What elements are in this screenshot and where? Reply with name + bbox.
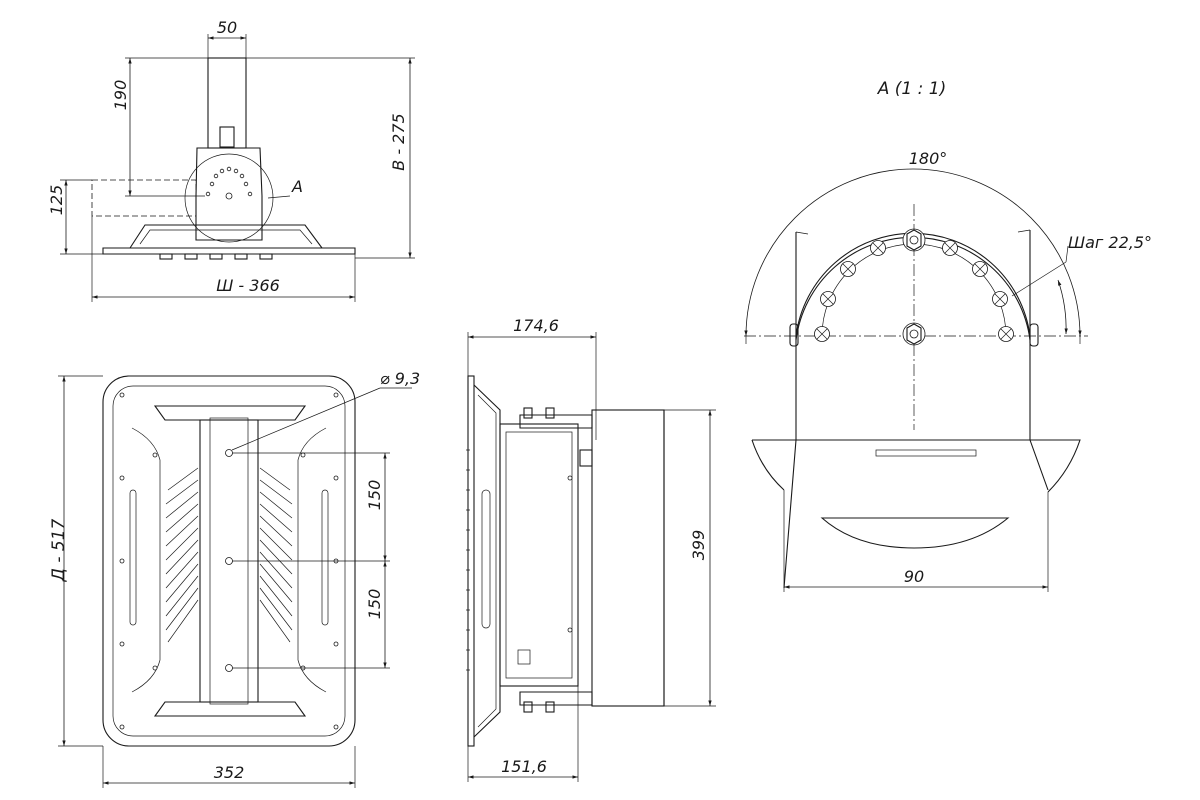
dim-length: Д - 517 [49,518,69,582]
detail-title: А (1 : 1) [877,79,946,99]
dim-detail-width: 90 [904,567,924,586]
cooling-fins-left [165,467,199,643]
dim-spacing-upper: 150 [365,480,384,511]
plan-view: ⌀ 9,3 150 150 Д - 517 352 [49,369,420,788]
dim-width-352: 352 [214,763,245,782]
cooling-fins-right [259,467,293,643]
detail-view-a: А (1 : 1) 180° Шаг 22,5° [744,79,1152,592]
front-view: A 50 190 125 В - 275 Ш - 366 [47,18,415,302]
dim-side-top: 174,6 [513,316,559,335]
dim-width-50: 50 [217,18,237,37]
dim-side-bottom: 151,6 [501,757,547,776]
dim-height-190: 190 [111,80,130,111]
step-label: Шаг 22,5° [1068,233,1152,252]
detail-callout-a: A [291,177,303,196]
dim-height-125: 125 [47,185,66,216]
dim-overall-height: В - 275 [389,113,408,170]
angle-label: 180° [909,149,948,168]
dim-side-height: 399 [689,530,708,561]
side-view: 174,6 151,6 399 [466,316,716,782]
hole-pattern [814,228,1014,346]
dim-spacing-lower: 150 [365,589,384,620]
dim-hole-diameter: ⌀ 9,3 [380,369,420,388]
dim-overall-width: Ш - 366 [216,276,280,295]
